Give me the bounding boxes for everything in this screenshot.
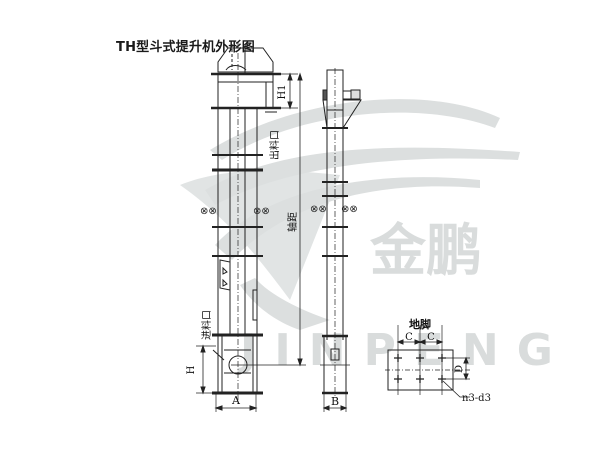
h1-arrows <box>287 72 293 110</box>
drive-pulley <box>225 65 247 71</box>
bolt-leader <box>442 380 470 398</box>
inspection-door <box>219 259 231 291</box>
head-casing <box>217 73 274 109</box>
shaft-distance-label: 轴距 <box>286 212 299 232</box>
side-support-right-icon: ⊗⊗ <box>341 204 358 215</box>
bolt-icon <box>416 375 424 383</box>
b-label: B <box>331 395 339 408</box>
inlet-chute <box>212 349 225 361</box>
shaft-distance-arrows <box>297 72 303 367</box>
watermark-swoosh-1 <box>210 99 500 160</box>
inlet-label: 进料口 <box>200 310 213 340</box>
side-hood-left <box>322 99 328 129</box>
d-arrows <box>463 356 469 381</box>
drive-bracket <box>342 99 362 129</box>
bolt-icon <box>394 354 402 362</box>
side-plate <box>252 289 258 321</box>
h-arrows <box>200 344 206 395</box>
support-left-icon: ⊗⊗ <box>200 206 217 217</box>
watermark-swoosh-2 <box>205 147 520 205</box>
drive-guard <box>322 89 328 101</box>
watermark-swoosh-4 <box>240 278 330 330</box>
d-label: D <box>454 365 465 373</box>
a-label: A <box>231 394 241 407</box>
head-hood <box>217 47 274 73</box>
bolt-icon <box>438 354 446 362</box>
side-boot-window <box>330 348 340 361</box>
h1-label: H1 <box>277 84 288 99</box>
b-arrows <box>322 405 348 411</box>
door-mark-1 <box>222 266 228 275</box>
bolt-icon <box>394 375 402 383</box>
outlet-label: 出料口 <box>268 130 281 160</box>
side-view: ⊗⊗ ⊗⊗ <box>310 68 362 412</box>
watermark-brand-cn: 金鹏 <box>369 219 482 284</box>
foundation-title: 地脚 <box>409 317 431 331</box>
a-arrows <box>214 405 258 411</box>
watermark-wing <box>180 170 340 300</box>
foundation-plan <box>385 325 470 398</box>
bolt-icon <box>416 354 424 362</box>
h-label: H <box>186 365 197 374</box>
side-support-left-icon: ⊗⊗ <box>310 204 327 215</box>
door-mark-2 <box>222 278 228 287</box>
support-right-icon: ⊗⊗ <box>253 206 270 217</box>
c-arrows <box>396 339 444 345</box>
c-label-1: C <box>405 332 413 343</box>
bolt-holes <box>394 354 446 383</box>
bolt-icon <box>438 375 446 383</box>
motor <box>350 89 361 100</box>
c-label-2: C <box>427 332 435 343</box>
diagram-title: TH型斗式提升机外形图 <box>116 40 255 55</box>
front-view: ⊗⊗ ⊗⊗ <box>196 42 306 412</box>
bolt-spec-label: n3-d3 <box>462 393 491 404</box>
